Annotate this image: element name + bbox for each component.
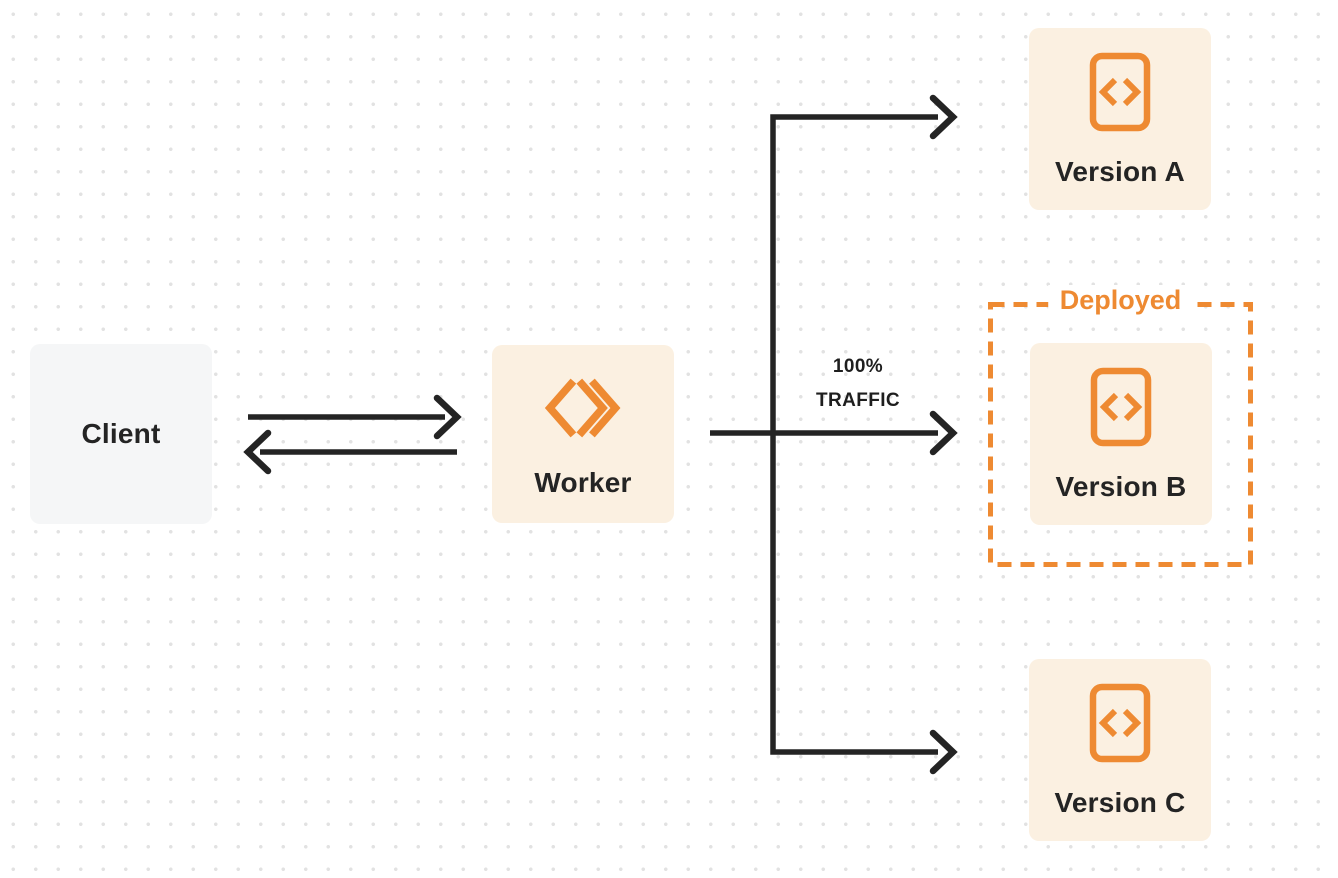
version-b-node: Version B <box>1030 343 1212 525</box>
workers-logo-icon <box>544 375 623 441</box>
client-node: Client <box>30 344 212 524</box>
version-a-label: Version A <box>1055 156 1185 187</box>
traffic-word-text: TRAFFIC <box>815 390 901 411</box>
connector-lines <box>248 114 938 755</box>
code-file-icon <box>1089 683 1151 763</box>
arrowhead-to-client-icon <box>243 429 272 475</box>
arrowheads <box>243 94 958 775</box>
dashed-border <box>988 302 1253 567</box>
version-c-node: Version C <box>1029 659 1211 841</box>
traffic-annotation: 100% TRAFFIC <box>768 350 948 418</box>
version-b-label: Version B <box>1055 471 1187 502</box>
arrowhead-to-worker-icon <box>433 394 462 440</box>
arrowhead-to-version-c-icon <box>929 729 958 775</box>
deployed-boundary: Deployed <box>988 285 1253 567</box>
branch-line <box>770 114 938 755</box>
arrowhead-to-version-a-icon <box>929 94 958 140</box>
code-file-icon <box>1090 367 1152 447</box>
client-label: Client <box>81 418 161 449</box>
deployed-label: Deployed <box>1047 285 1194 316</box>
arrowhead-to-version-b-icon <box>929 410 958 456</box>
version-c-label: Version C <box>1054 787 1186 818</box>
traffic-percent-text: 100% <box>832 356 884 377</box>
worker-label: Worker <box>534 467 632 498</box>
worker-node: Worker <box>492 345 674 523</box>
version-a-node: Version A <box>1029 28 1211 210</box>
code-file-icon <box>1089 52 1151 132</box>
